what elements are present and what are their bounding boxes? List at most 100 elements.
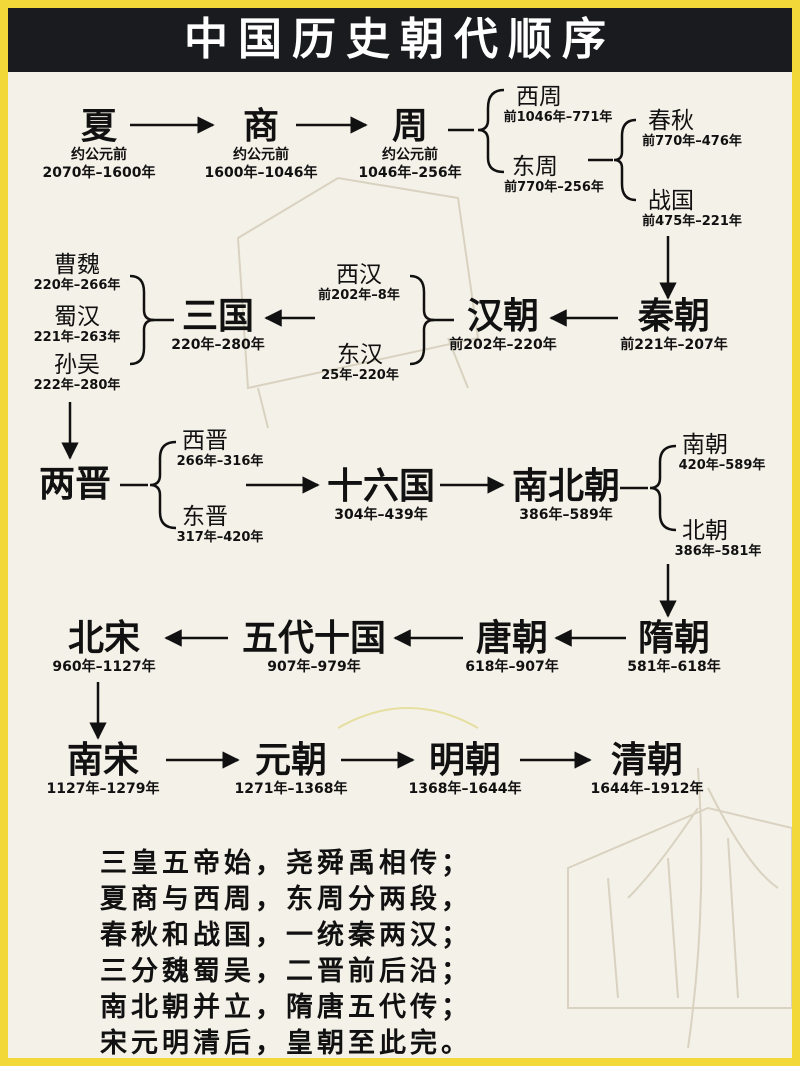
node-zhou-years: 1046年–256年 [358,165,462,181]
node-cao-wei-years: 220年–266年 [33,278,121,293]
node-shang: 商 约公元前 1600年–1046年 [202,106,320,182]
node-northern-name: 北朝 [682,518,728,544]
node-sun-wu-name: 孙吴 [54,352,100,378]
node-western-jin-name: 西晋 [182,428,228,454]
node-eastern-jin-name: 东晋 [182,504,228,530]
house-sketch [236,176,480,390]
node-xia: 夏 约公元前 2070年–1600年 [40,106,158,182]
node-sui-years: 581年–618年 [627,659,721,675]
node-tang: 唐朝 618年–907年 [452,618,572,676]
node-three-kingdoms: 三国 220年–280年 [158,296,278,354]
node-nanbei-years: 386年–589年 [519,507,613,523]
node-eastern-han-years: 25年–220年 [321,368,399,383]
node-zhou-note: 约公元前 [382,147,438,163]
node-eastern-jin-years: 317年–420年 [176,530,264,545]
mnemonic-poem: 三皇五帝始，尧舜禹相传； 夏商与西周，东周分两段， 春秋和战国，一统秦两汉； 三… [100,846,472,1059]
node-qin-name: 秦朝 [637,295,710,337]
node-nanbei-name: 南北朝 [511,465,620,507]
node-eastern-jin: 东晋 317年–420年 [170,504,270,546]
node-nanbei: 南北朝 386年–589年 [502,466,630,524]
brace-jin [149,440,177,530]
willow-sketch [337,707,479,729]
node-xia-note: 约公元前 [71,147,127,163]
node-sun-wu-years: 222年–280年 [33,378,121,393]
page-title: 中国历史朝代顺序 [184,14,616,65]
node-warring-states-years: 前475年–221年 [642,214,742,229]
node-western-zhou-years: 前1046年–771年 [503,110,613,125]
background-sketch [236,176,792,1049]
node-yuan-years: 1271年–1368年 [234,781,348,797]
node-shang-name: 商 [242,105,279,147]
node-three-kingdoms-name: 三国 [181,295,254,337]
node-sixteen-kingdoms: 十六国 304年–439年 [316,466,446,524]
node-western-jin-years: 266年–316年 [176,454,264,469]
brace-han [409,274,435,366]
node-qin-years: 前221年–207年 [620,337,728,353]
brace-zhou [477,88,505,174]
node-han: 汉朝 前202年–220年 [440,296,566,354]
node-sui: 隋朝 581年–618年 [614,618,734,676]
node-yuan: 元朝 1271年–1368年 [228,740,354,798]
node-sixteen-kingdoms-years: 304年–439年 [334,507,428,523]
node-eastern-zhou-years: 前770年–256年 [504,180,604,195]
brace-nanbei [649,444,677,532]
node-spring-autumn-name: 春秋 [648,108,694,134]
node-xia-name: 夏 [80,105,117,147]
node-warring-states: 战国 前475年–221年 [636,188,748,230]
node-eastern-zhou-name: 东周 [512,154,558,180]
node-northern-song-years: 960年–1127年 [52,659,156,675]
node-western-jin: 西晋 266年–316年 [170,428,270,470]
connector-lines [61,88,677,769]
node-sun-wu: 孙吴 222年–280年 [22,352,132,394]
tree-sketch [627,767,779,1049]
node-ming-years: 1368年–1644年 [408,781,522,797]
node-western-zhou: 西周 前1046年–771年 [498,84,618,126]
node-eastern-han: 东汉 25年–220年 [308,342,412,384]
house-sketch-posts [257,337,469,429]
node-ming-name: 明朝 [428,739,501,781]
poem-line: 春秋和战国，一统秦两汉； [100,920,472,951]
node-zhou: 周 约公元前 1046年–256年 [350,106,470,182]
node-western-han-years: 前202年–8年 [318,288,400,303]
node-shu-han: 蜀汉 221年–263年 [22,304,132,346]
node-eastern-zhou: 东周 前770年–256年 [494,154,614,196]
node-yuan-name: 元朝 [254,739,327,781]
node-northern: 北朝 386年–581年 [668,518,768,560]
node-northern-song: 北宋 960年–1127年 [44,618,164,676]
node-tang-name: 唐朝 [475,617,548,659]
node-five-dynasties-name: 五代十国 [241,617,386,659]
node-eastern-han-name: 东汉 [337,342,383,368]
node-tang-years: 618年–907年 [465,659,559,675]
node-western-zhou-name: 西周 [516,84,562,110]
node-southern-song-name: 南宋 [66,739,139,781]
node-han-years: 前202年–220年 [449,337,557,353]
node-xia-years: 2070年–1600年 [42,165,156,181]
node-northern-song-name: 北宋 [67,617,140,659]
node-shang-years: 1600年–1046年 [204,165,318,181]
pavilion-pillars [607,837,739,999]
node-five-dynasties: 五代十国 907年–979年 [234,618,394,676]
node-qing-years: 1644年–1912年 [590,781,704,797]
node-five-dynasties-years: 907年–979年 [267,659,361,675]
pavilion-sketch [567,806,792,1009]
poem-line: 宋元明清后，皇朝至此完。 [100,1028,472,1059]
node-southern: 南朝 420年–589年 [672,432,772,474]
node-ming: 明朝 1368年–1644年 [402,740,528,798]
node-jin-name: 两晋 [38,463,111,505]
node-spring-autumn-years: 前770年–476年 [642,134,742,149]
node-qing-name: 清朝 [610,739,683,781]
node-northern-years: 386年–581年 [674,544,762,559]
node-sui-name: 隋朝 [637,617,710,659]
node-shu-han-years: 221年–263年 [33,330,121,345]
node-han-name: 汉朝 [466,295,539,337]
poem-line: 三分魏蜀吴，二晋前后沿； [100,956,472,987]
node-jin: 两晋 [30,464,120,504]
node-sixteen-kingdoms-name: 十六国 [326,465,435,507]
node-shang-note: 约公元前 [233,147,289,163]
node-southern-years: 420年–589年 [678,458,766,473]
node-southern-song: 南宋 1127年–1279年 [40,740,166,798]
node-southern-name: 南朝 [682,432,728,458]
node-cao-wei: 曹魏 220年–266年 [22,252,132,294]
node-qin: 秦朝 前221年–207年 [614,296,734,354]
node-western-han-name: 西汉 [336,262,382,288]
